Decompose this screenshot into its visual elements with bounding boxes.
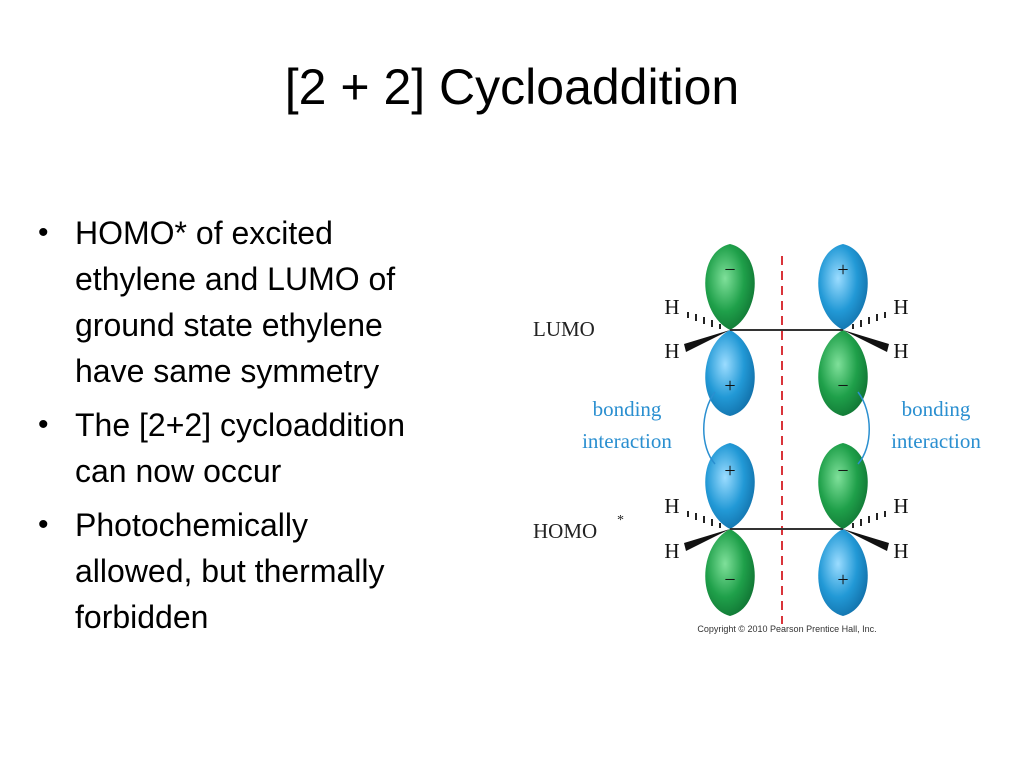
interaction-label-left: interaction (582, 429, 672, 453)
hydrogen-label: H (893, 339, 908, 363)
bullet-line: ethylene and LUMO of (75, 261, 396, 297)
bullet-item: • Photochemically allowed, but thermally… (34, 502, 504, 640)
bullet-list: • HOMO* of excited ethylene and LUMO of … (34, 210, 504, 648)
sign-minus: − (837, 375, 848, 397)
lobe-green (818, 443, 868, 529)
solid-wedge (843, 529, 889, 551)
homo-label: HOMO (533, 519, 597, 543)
bullet-line: The [2+2] cycloaddition (75, 407, 405, 443)
interaction-label-right: interaction (891, 429, 981, 453)
lobe-blue (818, 529, 868, 616)
bullet-line: ground state ethylene (75, 307, 383, 343)
solid-wedge (843, 330, 889, 352)
bullet-item: • HOMO* of excited ethylene and LUMO of … (34, 210, 504, 394)
sign-minus: − (724, 569, 735, 591)
sign-plus: + (724, 375, 735, 397)
sign-plus: + (724, 460, 735, 482)
copyright-text: Copyright © 2010 Pearson Prentice Hall, … (697, 624, 876, 634)
hydrogen-label: H (664, 295, 679, 319)
hashed-wedge (852, 511, 886, 528)
bullet-line: allowed, but thermally (75, 553, 385, 589)
lobe-blue (705, 443, 755, 529)
lumo-label: LUMO (533, 317, 595, 341)
bullet-item: • The [2+2] cycloaddition can now occur (34, 402, 504, 494)
hydrogen-label: H (893, 539, 908, 563)
bullet-dot-icon: • (38, 408, 49, 441)
lobe-green (705, 529, 755, 616)
bullet-line: can now occur (75, 453, 282, 489)
homo-superscript: * (617, 513, 624, 528)
sign-plus: + (837, 569, 848, 591)
mo-diagram: − + + − + − − + H H H H H H H H LUMO HOM… (533, 244, 981, 634)
bonding-label-left: bonding (593, 397, 662, 421)
slide-title: [2 + 2] Cycloaddition (284, 59, 740, 115)
bullet-line: have same symmetry (75, 353, 380, 389)
hashed-wedge (852, 312, 886, 329)
bullet-line: HOMO* of excited (75, 215, 333, 251)
sign-plus: + (837, 259, 848, 281)
lobe-blue (705, 330, 755, 416)
hashed-wedge (687, 511, 721, 528)
homo-molecule (684, 443, 889, 616)
bonding-curve-right (857, 391, 870, 465)
solid-wedge (684, 330, 730, 352)
hydrogen-label: H (664, 539, 679, 563)
bullet-line: Photochemically (75, 507, 308, 543)
sign-minus: − (837, 460, 848, 482)
bullet-dot-icon: • (38, 216, 49, 249)
lumo-molecule (684, 244, 889, 416)
hydrogen-label: H (893, 494, 908, 518)
sign-minus: − (724, 259, 735, 281)
hydrogen-label: H (893, 295, 908, 319)
hydrogen-label: H (664, 494, 679, 518)
bullet-dot-icon: • (38, 508, 49, 541)
lobe-blue (818, 244, 868, 330)
bonding-curve-left (703, 391, 716, 465)
hydrogen-label: H (664, 339, 679, 363)
bullet-line: forbidden (75, 599, 209, 635)
hashed-wedge (687, 312, 721, 329)
lobe-green (818, 330, 868, 416)
solid-wedge (684, 529, 730, 551)
bonding-label-right: bonding (902, 397, 971, 421)
lobe-green (705, 244, 755, 330)
